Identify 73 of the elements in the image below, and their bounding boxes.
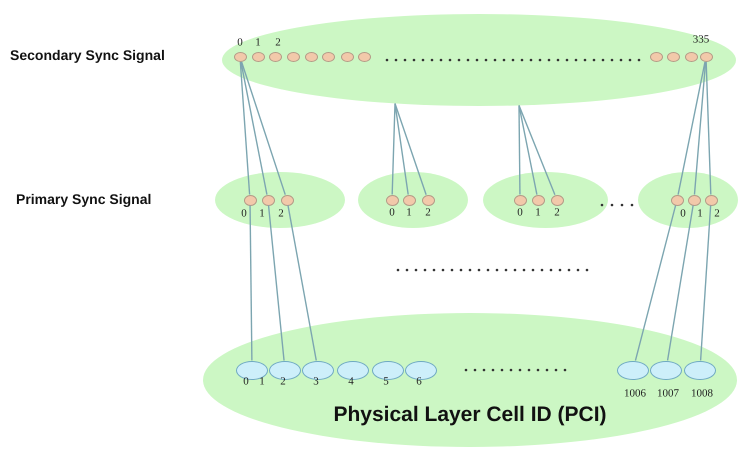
group-ellipse <box>700 52 712 62</box>
group-ellipse <box>684 52 698 62</box>
index-number: 0 <box>389 208 395 218</box>
group-ellipse <box>252 52 264 62</box>
index-number: 2 <box>714 208 720 220</box>
connector-line <box>518 105 538 195</box>
index-number: 2 <box>280 376 286 388</box>
group-ellipse <box>340 52 354 62</box>
index-number: 1006 <box>624 388 646 400</box>
group-ellipse <box>358 52 370 62</box>
index-number: 2 <box>275 38 281 48</box>
group-ellipse <box>670 194 684 206</box>
connector-line <box>677 62 706 195</box>
group-ellipse <box>402 194 416 206</box>
index-number: 1 <box>535 208 541 218</box>
group-ellipse <box>280 194 294 206</box>
index-number: 2 <box>554 208 560 218</box>
connector-line <box>666 205 694 361</box>
connector-line <box>391 103 396 195</box>
row-label: Primary Sync Signal <box>16 191 152 207</box>
group-title: Physical Layer Cell ID (PCI) <box>332 403 608 427</box>
index-number: 1 <box>255 38 261 48</box>
group-ellipse <box>617 360 649 380</box>
index-number: 5 <box>383 376 389 388</box>
group-ellipse <box>244 194 256 206</box>
connector-line <box>394 103 427 195</box>
connector-line <box>705 62 712 195</box>
group-ellipse <box>386 194 398 206</box>
group-ellipse <box>286 52 300 62</box>
index-number: 1008 <box>691 388 713 400</box>
group-ellipse <box>262 194 274 206</box>
group-ellipse <box>268 52 282 62</box>
group-ellipse <box>704 194 718 206</box>
index-number: 1007 <box>657 388 679 400</box>
connector-line <box>394 103 409 195</box>
connector-line <box>518 105 521 194</box>
row-label: Secondary Sync Signal <box>10 47 165 63</box>
connector-line <box>518 105 556 196</box>
index-number: 0 <box>237 38 243 48</box>
group-ellipse <box>514 194 526 206</box>
index-number: 6 <box>416 376 422 388</box>
index-number: 4 <box>348 376 354 388</box>
connector-line <box>249 206 253 360</box>
connector-line <box>240 62 268 195</box>
group-ellipse <box>304 52 318 62</box>
group-ellipse <box>650 52 662 62</box>
index-number: 0 <box>680 208 686 220</box>
group-ellipse <box>234 52 246 62</box>
group-ellipse <box>550 194 564 206</box>
connector-line <box>287 205 317 361</box>
connector-line <box>268 205 285 361</box>
index-number: 0 <box>517 208 523 218</box>
connector-line <box>240 62 286 195</box>
group-ellipse <box>684 360 716 380</box>
index-number: 0 <box>241 208 247 220</box>
index-number: 0 <box>243 376 249 388</box>
connector-line <box>634 205 676 361</box>
group-ellipse <box>650 360 682 380</box>
index-number: 2 <box>425 208 431 218</box>
index-number: 2 <box>278 208 284 220</box>
index-number: 335 <box>692 34 710 46</box>
group-ellipse <box>322 52 334 62</box>
index-number: 1 <box>259 208 265 220</box>
index-number: 1 <box>697 208 703 220</box>
index-number: 1 <box>259 376 265 388</box>
connector-line <box>240 62 250 195</box>
index-number: 3 <box>313 376 319 388</box>
group-ellipse <box>422 194 434 206</box>
index-number: 1 <box>406 208 412 218</box>
group-ellipse <box>532 194 544 206</box>
group-ellipse <box>688 194 700 206</box>
group-ellipse <box>666 52 680 62</box>
connector-line <box>694 62 706 195</box>
